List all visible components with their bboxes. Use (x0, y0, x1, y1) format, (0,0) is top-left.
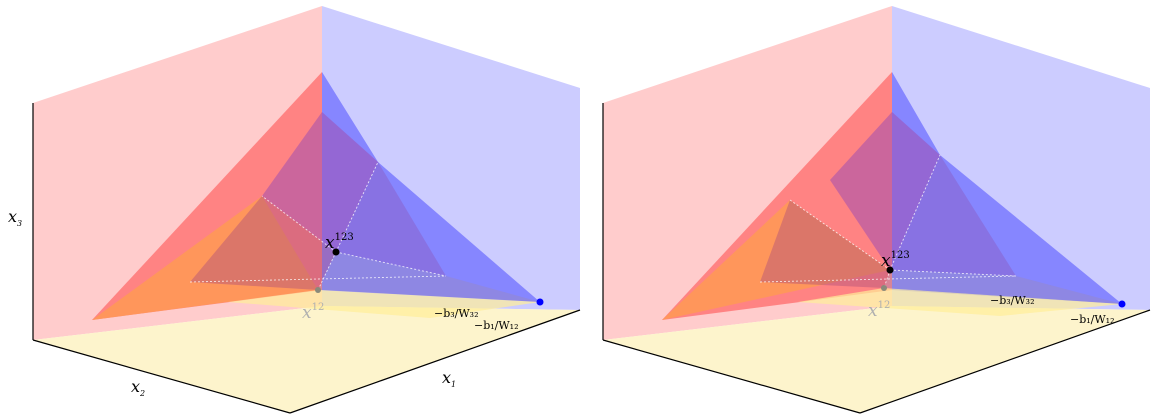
intercept-b3-w32: −b₃/W₃₂ (990, 294, 1035, 307)
purple-lower (190, 196, 336, 290)
intercept-b1-w12: −b₁/W₁₂ (1070, 313, 1115, 326)
purple-lower (760, 200, 890, 288)
orange-plane (662, 200, 890, 320)
floor (33, 306, 580, 413)
intercept-dot (536, 298, 544, 306)
svg-text:x12: x12 (868, 300, 890, 321)
axis-x1-line (289, 309, 581, 414)
x12-label: x (868, 301, 878, 321)
svg-text:x123: x123 (325, 232, 354, 253)
svg-text:x1: x1 (442, 368, 456, 389)
x123-label: x (325, 233, 335, 253)
axis-x1-line (859, 309, 1151, 414)
x1-sub: 1 (451, 380, 456, 389)
purple-upper (262, 112, 378, 252)
intersection-lines (189, 161, 447, 291)
axis-x2-line (32, 339, 291, 414)
purple-right (336, 162, 446, 276)
grey-wedge (884, 270, 1122, 304)
svg-text:x3: x3 (8, 207, 22, 228)
x3-sub: 3 (17, 219, 22, 228)
purple-upper (830, 112, 940, 270)
x2-label: x (131, 377, 140, 396)
intercept-dot (1118, 300, 1126, 308)
svg-text:x12: x12 (302, 302, 324, 323)
svg-text:x123: x123 (881, 250, 910, 271)
x123-sup: 123 (335, 232, 354, 243)
svg-text:x2: x2 (131, 377, 145, 398)
grey-wedge (318, 252, 540, 302)
point-x12 (881, 285, 887, 291)
point-x12 (315, 287, 321, 293)
x123-label: x (881, 251, 891, 271)
orange-plane (92, 196, 318, 320)
floor (603, 306, 1150, 413)
purple-right (890, 155, 1016, 276)
intersection-lines (759, 154, 1017, 289)
blue-plane (892, 72, 1122, 304)
x1-label: x (442, 368, 451, 387)
intercept-b1-w12: −b₁/W₁₂ (474, 319, 519, 332)
point-x123 (886, 266, 894, 274)
axis-x2-line (602, 339, 861, 414)
point-x123 (332, 248, 340, 256)
x12-label: x (302, 303, 312, 323)
x2-sub: 2 (139, 389, 145, 398)
intercept-b3-w32: −b₃/W₃₂ (434, 307, 479, 320)
x123-sup: 123 (891, 250, 910, 261)
x12-sup: 12 (878, 300, 891, 311)
x3-label: x (8, 207, 17, 226)
x12-sup: 12 (312, 302, 325, 313)
yellow-plane (798, 288, 1122, 316)
panel-left: x3 x2 x1 x123 x12 −b₃/W₃₂ −b₁/W₁₂ (8, 6, 581, 414)
panel-right: x123 x12 −b₃/W₃₂ −b₁/W₁₂ (602, 6, 1151, 414)
blue-plane (322, 72, 540, 302)
yellow-plane (228, 290, 540, 318)
